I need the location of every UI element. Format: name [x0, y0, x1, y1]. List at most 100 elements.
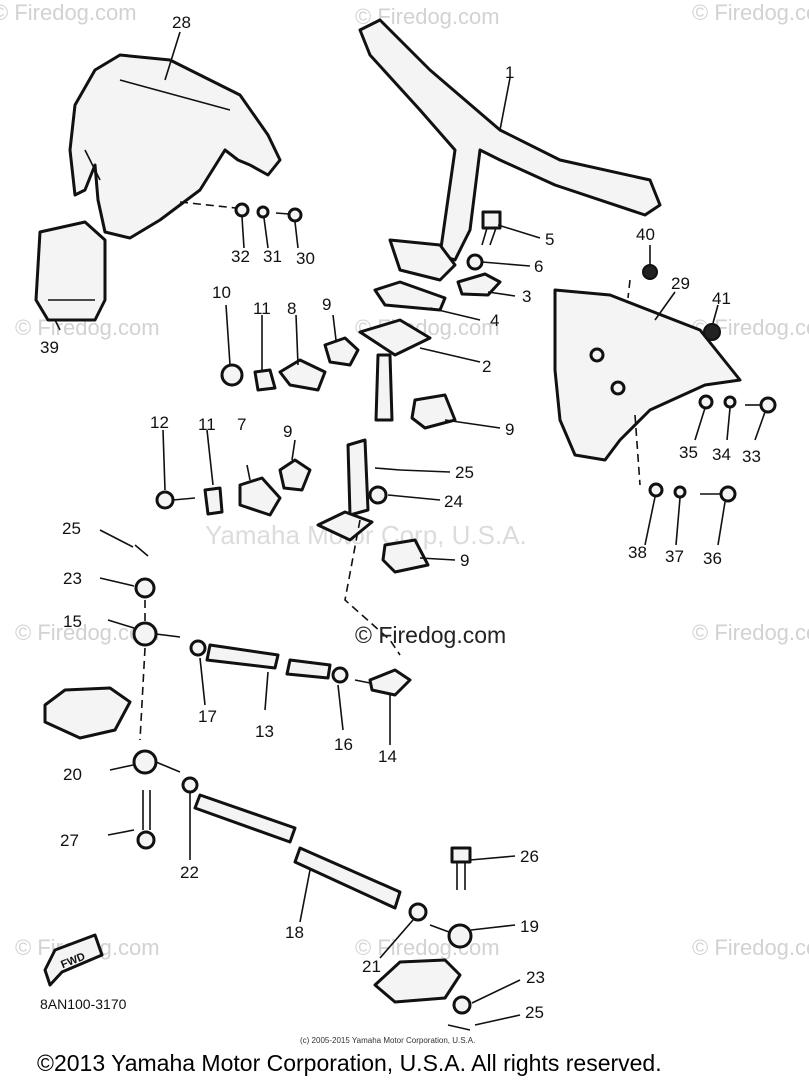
callout-9: 9 [322, 295, 331, 314]
part-5-bolt [481, 210, 502, 246]
part-19-tie-rod-end [429, 923, 473, 949]
callout-11: 11 [198, 415, 216, 434]
callout-5: 5 [545, 230, 554, 249]
callout-35: 35 [679, 443, 698, 462]
part-33-screw [745, 396, 777, 414]
part-17-locknut [189, 639, 207, 657]
fwd-arrow-icon: FWD [43, 933, 104, 987]
callout-7: 7 [237, 415, 246, 434]
callout-11: 11 [253, 299, 271, 318]
callout-38: 38 [628, 543, 647, 562]
callout-22: 22 [180, 863, 199, 882]
watermark: © Firedog.com [0, 0, 137, 25]
part-15-tie-rod-end [132, 621, 181, 647]
callout-25: 25 [62, 519, 81, 538]
diagram-part-number: 8AN100-3170 [40, 996, 127, 1012]
watermark: © Firedog.com [692, 935, 809, 960]
callout-12: 12 [150, 413, 169, 432]
part-14-tie-rod-end [354, 668, 412, 697]
part-2-steering-column [316, 318, 432, 542]
copyright-notice: ©2013 Yamaha Motor Corporation, U.S.A. A… [37, 1050, 662, 1076]
callout-2: 2 [482, 357, 491, 376]
callout-17: 17 [198, 707, 217, 726]
callout-32: 32 [231, 247, 250, 266]
callout-23: 23 [63, 569, 82, 588]
callout-18: 18 [285, 923, 304, 942]
part-4-holder [373, 280, 447, 312]
callout-27: 27 [60, 831, 79, 850]
part-3-holder [456, 272, 502, 297]
part-39-cap [34, 220, 107, 322]
callout-16: 16 [334, 735, 353, 754]
part-9-bushing [410, 393, 457, 430]
steering-arm [43, 686, 132, 740]
callout-30: 30 [296, 249, 315, 268]
callout-34: 34 [712, 445, 731, 464]
watermark: © Firedog.com [692, 620, 809, 645]
callout-26: 26 [520, 847, 539, 866]
part-23-nut [452, 995, 472, 1015]
firedog-label: © Firedog.com [355, 622, 507, 648]
callout-9: 9 [505, 420, 514, 439]
callout-28: 28 [172, 13, 191, 32]
callout-10: 10 [212, 283, 231, 302]
part-9-bushing [381, 538, 430, 574]
part-18-tie-rod [293, 846, 402, 910]
part-9-bushing [278, 458, 312, 492]
part-34-washer [723, 395, 737, 409]
callout-23: 23 [526, 968, 545, 987]
watermark: © Firedog.com [692, 0, 809, 25]
part-28-front-cover [68, 53, 282, 240]
part-1-handlebar [358, 18, 662, 282]
callout-15: 15 [63, 612, 82, 631]
callout-19: 19 [520, 917, 539, 936]
callout-9: 9 [460, 551, 469, 570]
callout-13: 13 [255, 722, 274, 741]
part-35-washer [698, 394, 714, 410]
part-7-bracket [238, 476, 282, 517]
callout-40: 40 [636, 225, 655, 244]
callout-33: 33 [742, 447, 761, 466]
callout-25: 25 [525, 1003, 544, 1022]
part-41-grommet [703, 323, 721, 341]
callout-6: 6 [534, 257, 543, 276]
part-36-screw [700, 485, 737, 503]
callout-1: 1 [505, 63, 514, 82]
callout-20: 20 [63, 765, 82, 784]
part-9-bushing [323, 336, 360, 367]
callout-31: 31 [263, 247, 282, 266]
part-16-locknut [331, 666, 349, 684]
part-23-nut [134, 577, 156, 599]
part-37-washer [673, 485, 687, 499]
part-32-washer [234, 202, 250, 218]
part-18-tie-rod [193, 793, 297, 844]
part-26-bolt [450, 846, 472, 890]
callout-41: 41 [712, 289, 731, 308]
part-25-cotter-pin [447, 1024, 471, 1031]
callout-21: 21 [362, 957, 381, 976]
small-copyright: (c) 2005-2015 Yamaha Motor Corporation, … [300, 1036, 476, 1045]
part-25-cotter-pin [374, 467, 401, 471]
callout-14: 14 [378, 747, 397, 766]
steering-arm [373, 958, 462, 1004]
callout-37: 37 [665, 547, 684, 566]
part-31-washer [256, 205, 270, 219]
leader-lines [54, 31, 766, 1026]
part-12-bolt [155, 490, 196, 510]
part-21-locknut [408, 902, 428, 922]
part-13-tie-rod [205, 643, 280, 670]
part-30-screw [275, 207, 303, 223]
part-8-bracket [278, 358, 327, 392]
callout-29: 29 [671, 274, 690, 293]
callout-39: 39 [40, 338, 59, 357]
callout-9: 9 [283, 422, 292, 441]
part-24-nut [368, 485, 388, 505]
part-25-cotter-pin [134, 544, 149, 557]
callout-4: 4 [490, 311, 499, 330]
part-20-tie-rod-end [132, 749, 181, 775]
part-13-tie-rod [285, 658, 332, 680]
watermark: © Firedog.com [355, 935, 500, 960]
callout-8: 8 [287, 299, 296, 318]
part-29-side-cover [553, 288, 742, 462]
